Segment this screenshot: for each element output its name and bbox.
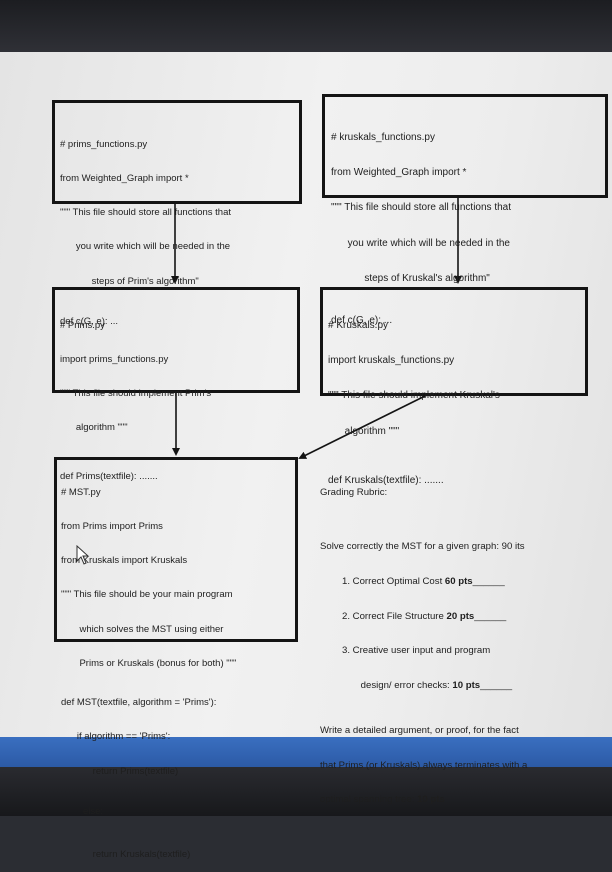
code-line: else: [83, 805, 104, 817]
code-line: you write which will be needed in the [60, 241, 231, 253]
kruskals-functions-code: # kruskals_functions.py from Weighted_Gr… [331, 108, 511, 338]
kruskals-box [320, 287, 588, 396]
rubric-item: 1. Correct Optimal Cost 60 pts______ [342, 575, 505, 587]
rubric-item: 3. Creative user input and program [342, 645, 491, 657]
code-line: steps of Kruskal's algorithm" [331, 273, 490, 285]
arrow-kruskals-to-mst [298, 395, 426, 459]
code-line: """ This file should store all functions… [331, 202, 511, 214]
kruskals-code: # Kruskals.py import kruskals_functions.… [328, 296, 500, 499]
rubric-item: design/ error checks: 10 pts______ [342, 680, 513, 692]
code-line: import kruskals_functions.py [328, 354, 455, 366]
code-line: """ This file should implement Kruskal's [328, 390, 500, 402]
grading-rubric: Grading Rubric: Solve correctly the MST … [320, 464, 527, 818]
code-line: # kruskals_functions.py [331, 131, 435, 143]
mouse-cursor-icon [76, 545, 90, 565]
rubric-proof-line: that Prims (or Kruskals) always terminat… [320, 759, 528, 771]
code-line: steps of Prim's algorithm" [60, 275, 199, 287]
rubric-proof-line: optimal spanning tree: 10 pts [320, 794, 445, 806]
monitor-bezel-top [0, 0, 612, 52]
code-line: which solves the MST using either [61, 623, 224, 635]
code-line: you write which will be needed in the [331, 237, 510, 249]
code-line: algorithm """ [60, 422, 128, 434]
code-line: if algorithm == 'Prims': [61, 731, 171, 743]
prims-code: # Prims.py import prims_functions.py """… [60, 297, 211, 494]
rubric-intro: Solve correctly the MST for a given grap… [320, 540, 525, 552]
code-line: """ This file should store all functions… [60, 207, 231, 219]
code-line: def Prims(textfile): ....... [60, 470, 158, 482]
code-line: Prims or Kruskals (bonus for both) """ [61, 657, 237, 669]
code-line: """ This file should implement Prim's [60, 388, 212, 400]
code-line: """ This file should be your main progra… [61, 589, 233, 601]
code-line: from Weighted_Graph import * [60, 173, 189, 185]
taskbar [0, 737, 612, 767]
code-line: def c(G, e): ... [331, 314, 393, 326]
code-line: # prims_functions.py [60, 138, 148, 150]
prims-box [52, 287, 300, 393]
code-line: from Prims import Prims [61, 521, 163, 533]
code-line: # Prims.py [60, 319, 105, 331]
mst-box [54, 457, 298, 642]
prims-functions-box [52, 100, 302, 204]
flow-arrows [171, 198, 462, 459]
code-line: from Weighted_Graph import * [331, 166, 467, 178]
code-line: import prims_functions.py [60, 354, 169, 366]
code-line: # MST.py [61, 486, 101, 498]
code-line: def c(G, e): ... [60, 315, 119, 327]
code-line: from Kruskals import Kruskals [61, 555, 188, 567]
code-line: def Kruskals(textfile): ....... [328, 475, 444, 487]
rubric-item: 2. Correct File Structure 20 pts______ [342, 610, 507, 622]
mst-code: # MST.py from Prims import Prims from Kr… [61, 464, 236, 872]
monitor-bezel-bottom [0, 767, 612, 816]
code-line: def MST(textfile, algorithm = 'Prims'): [61, 697, 217, 709]
kruskals-functions-box [322, 94, 608, 198]
rubric-title: Grading Rubric: [320, 487, 388, 499]
code-line: # Kruskals.py [328, 319, 389, 331]
prims-functions-code: # prims_functions.py from Weighted_Graph… [60, 116, 231, 339]
code-line: return Prims(textfile) [61, 765, 179, 777]
code-line: return Kruskals(textfile) [61, 849, 191, 860]
rubric-proof-line: Write a detailed argument, or proof, for… [320, 724, 519, 736]
code-line: algorithm """ [328, 425, 400, 437]
